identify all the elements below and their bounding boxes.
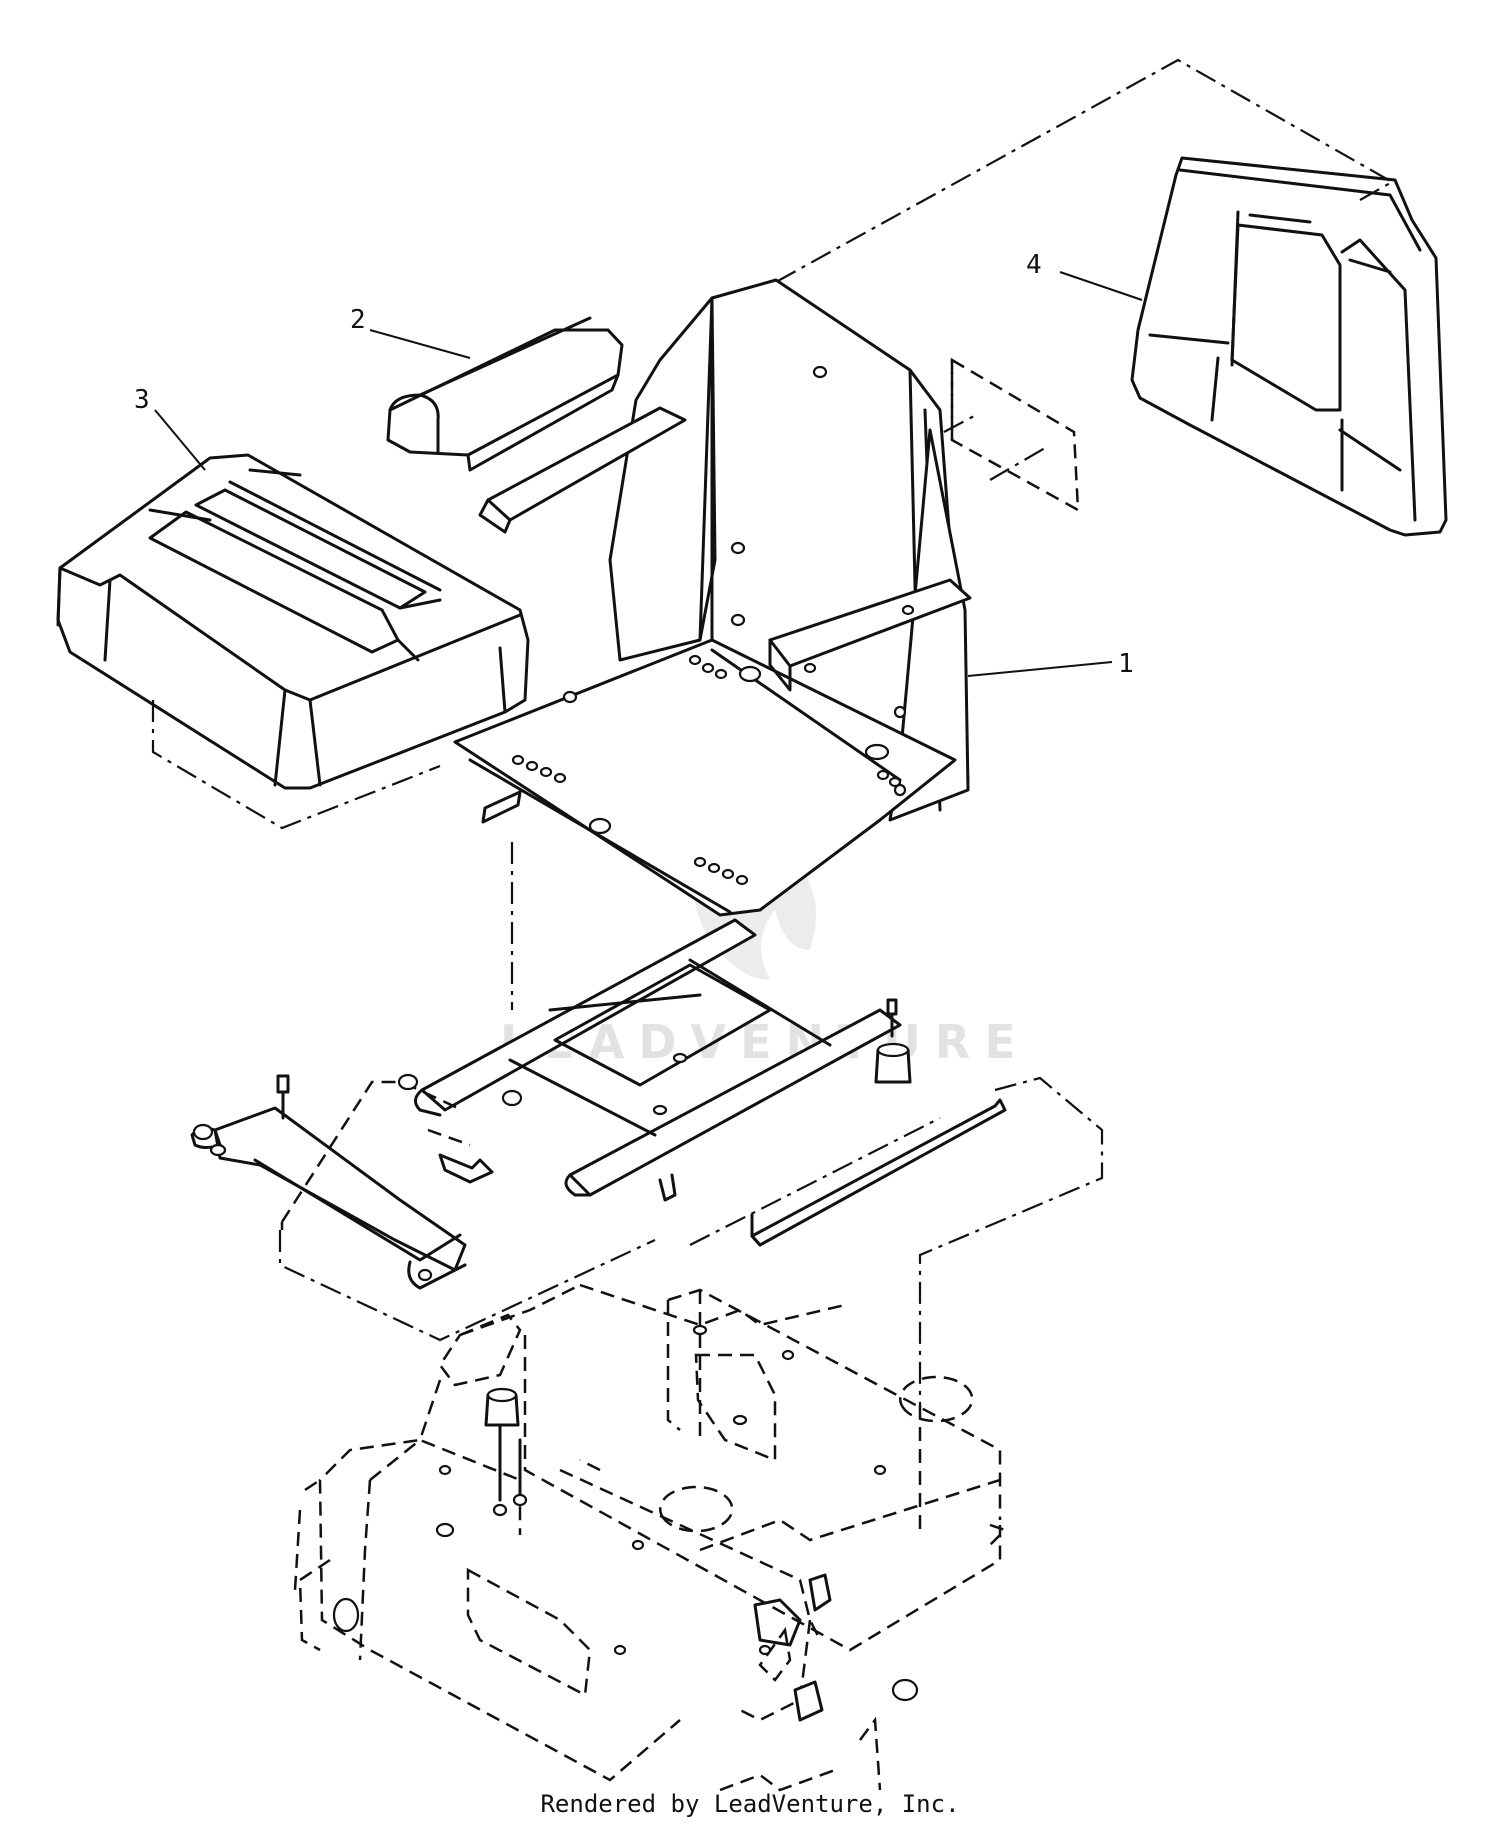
- seat-cushion-leader: [154, 409, 206, 471]
- guide-lines-middle: [278, 1076, 1104, 1410]
- callout-4: 4: [1026, 250, 1042, 280]
- footer-credit: Rendered by LeadVenture, Inc.: [540, 1790, 960, 1818]
- mount-plate: [280, 1080, 463, 1230]
- seat-cushion: [56, 453, 530, 790]
- adjuster-rod: [750, 1098, 1007, 1247]
- frame-holes: [511, 365, 915, 886]
- armrest-leader: [369, 329, 471, 359]
- bolts: [192, 998, 912, 1184]
- guide-lines-cushion: [151, 700, 514, 1010]
- latch-bracket: [190, 1106, 467, 1290]
- callout-3: 3: [134, 385, 150, 415]
- chassis-frame: [293, 1283, 1008, 1792]
- seat-slide-rails: [414, 918, 902, 1202]
- callout-1: 1: [1118, 649, 1134, 679]
- back-cushion: [1130, 156, 1448, 537]
- back-cushion-leader: [1059, 271, 1143, 301]
- seat-frame-leader: [967, 661, 1113, 677]
- callout-labels: 1 2 3 4: [134, 250, 1134, 679]
- callout-2: 2: [350, 305, 366, 335]
- chassis-components: [332, 1324, 919, 1722]
- armrest: [386, 316, 624, 472]
- seat-frame: [453, 278, 972, 917]
